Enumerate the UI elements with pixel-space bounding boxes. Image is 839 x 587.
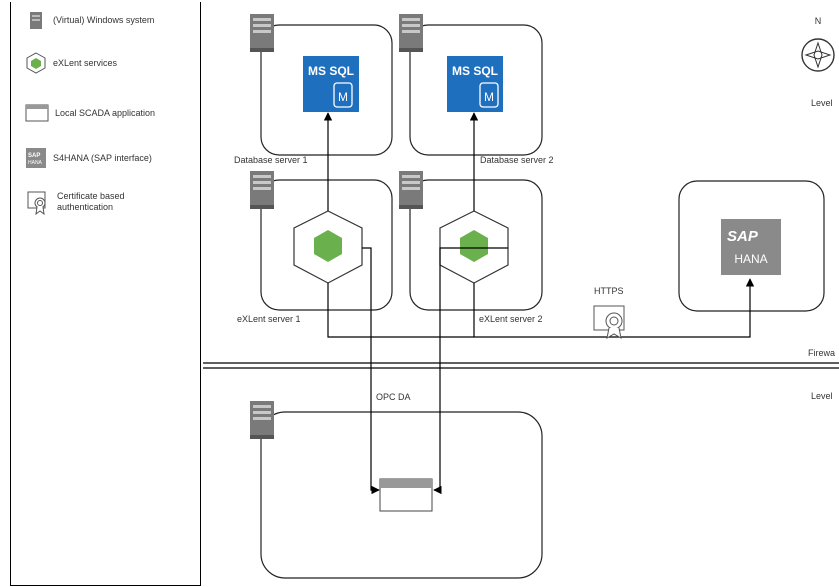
svg-text:HANA: HANA — [28, 160, 43, 166]
exlent-server-1-box — [260, 179, 393, 311]
opc-da-label: OPC DA — [376, 392, 411, 402]
ms-sql-mark: M — [484, 90, 494, 104]
level-bottom-label: Level — [811, 391, 833, 401]
database-server-1-label: Database server 1 — [234, 155, 308, 165]
ms-sql-title: MS SQL — [452, 64, 498, 78]
sap-icon: SAP HANA — [26, 148, 46, 168]
cube-icon — [293, 210, 363, 284]
legend-label: (Virtual) Windows system — [53, 14, 155, 25]
level-top-label: Level — [811, 98, 833, 108]
ms-sql-icon: MS SQL M — [447, 56, 503, 112]
certificate-icon — [27, 191, 46, 216]
certificate-icon — [593, 305, 625, 339]
server-icon — [250, 401, 274, 439]
legend-item-certificate: Certificate based authentication — [25, 188, 147, 216]
legend-item-sap: SAP HANA S4HANA (SAP interface) — [25, 147, 152, 169]
legend-label: Certificate based authentication — [57, 191, 125, 212]
server-icon — [250, 171, 274, 209]
legend-label: Local SCADA application — [55, 107, 156, 118]
ms-sql-title: MS SQL — [308, 64, 354, 78]
window-icon — [25, 104, 49, 122]
exlent-server-2-box — [409, 179, 543, 311]
compass-icon — [801, 38, 835, 72]
compass-label: N — [815, 16, 822, 26]
sap-logo-text: SAP — [727, 228, 759, 245]
legend-label: eXLent services — [53, 57, 118, 68]
server-icon — [399, 14, 423, 52]
ms-sql-icon: MS SQL M — [303, 56, 359, 112]
connector-opc-exlent2 — [433, 247, 508, 495]
database-server-1-box — [260, 24, 393, 156]
hana-text: HANA — [734, 252, 767, 266]
sap-server-box — [678, 180, 825, 312]
scada-system-box — [260, 411, 543, 579]
database-server-2-box — [409, 24, 543, 156]
server-icon — [30, 12, 42, 29]
scada-window-icon — [379, 478, 433, 512]
legend-item-scada-app: Local SCADA application — [25, 103, 155, 123]
exlent-server-2-label: eXLent server 2 — [479, 314, 543, 324]
legend-item-exlent-services: eXLent services — [25, 52, 117, 74]
connector-https-sap — [327, 278, 755, 338]
cube-icon — [439, 210, 509, 284]
ms-sql-mark: M — [338, 90, 348, 104]
exlent-server-1-label: eXLent server 1 — [237, 314, 301, 324]
legend-item-windows-system: (Virtual) Windows system — [25, 9, 154, 31]
https-label: HTTPS — [594, 286, 624, 296]
connector-opc-exlent1 — [362, 247, 380, 495]
database-server-2-label: Database server 2 — [480, 155, 554, 165]
firewall-label: Firewa — [808, 348, 835, 358]
cube-icon — [26, 52, 46, 74]
legend-panel: (Virtual) Windows system eXLent services… — [10, 2, 201, 586]
server-icon — [250, 14, 274, 52]
server-icon — [399, 171, 423, 209]
legend-label: S4HANA (SAP interface) — [53, 152, 152, 163]
sap-hana-icon: SAP HANA — [721, 219, 781, 275]
svg-text:SAP: SAP — [28, 153, 40, 159]
